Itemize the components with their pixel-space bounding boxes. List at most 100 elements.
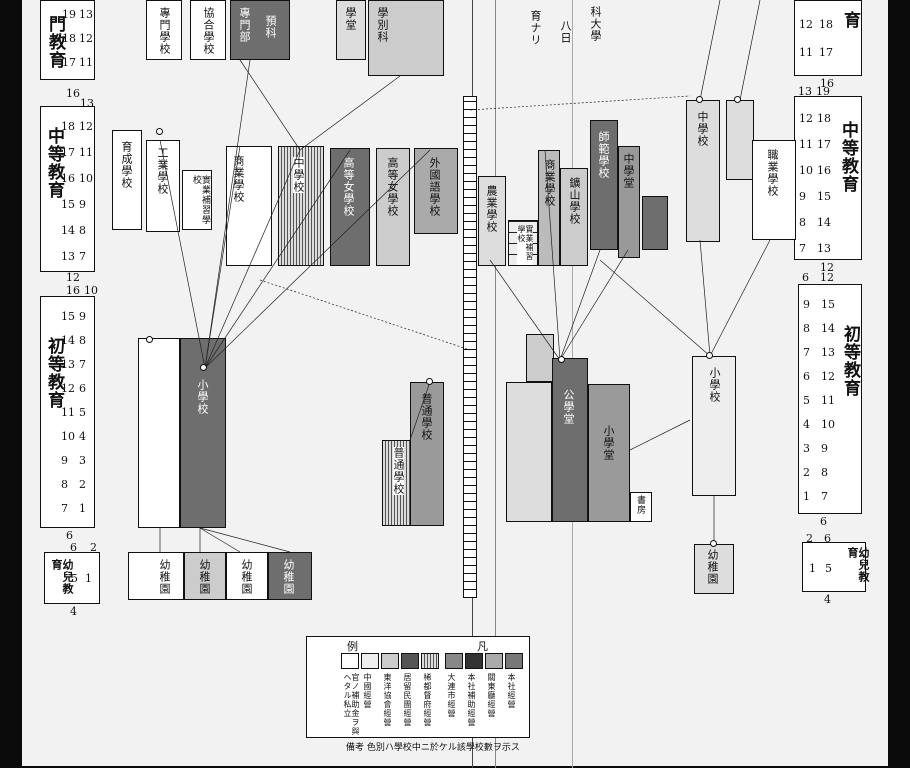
- right-age: 6: [803, 370, 810, 383]
- right-age: 9: [803, 298, 810, 311]
- link: [699, 239, 711, 357]
- left-age: 13: [61, 250, 75, 263]
- right-kinder-top2: 6: [824, 532, 831, 545]
- school-label: 小學堂: [602, 425, 615, 461]
- right-num: 17: [817, 138, 831, 151]
- school-label: 幼稚園: [706, 549, 719, 585]
- link: [559, 249, 629, 361]
- left-age: 18: [61, 120, 75, 133]
- left-age: 5: [71, 572, 78, 585]
- school-label: 幼稚園: [198, 559, 211, 595]
- link: [489, 259, 561, 361]
- right-num: 13: [817, 242, 831, 255]
- top-note: 育ナリ: [529, 10, 542, 46]
- link: [629, 419, 691, 451]
- left-primary-top2: 10: [84, 284, 98, 297]
- center-scale-bar: [463, 96, 477, 598]
- senmon-school-box: 專門學校: [146, 0, 182, 60]
- school-label: 中學校: [696, 111, 709, 147]
- right-age: 7: [803, 346, 810, 359]
- school-label: 商業學校: [232, 155, 245, 203]
- school-label: 小學校: [708, 367, 721, 403]
- left-higher-label: 門教育: [45, 15, 65, 69]
- left-middle-bottom: 12: [66, 271, 80, 284]
- right-primary-panel: 9 8 7 6 5 4 3 2 1 15 14 13 12 11 10 9 8 …: [798, 284, 862, 514]
- shokugyo-box: 職業學校: [752, 140, 796, 240]
- school-label: 中學堂: [622, 153, 635, 189]
- link: [204, 149, 431, 369]
- legend-swatch: [505, 653, 523, 669]
- school-label: 普通學校: [392, 447, 405, 495]
- right-num: 15: [821, 298, 835, 311]
- school-label: 職業學校: [766, 149, 779, 197]
- left-num: 7: [79, 358, 86, 371]
- left-num: 12: [79, 32, 93, 45]
- left-kinder-top2: 2: [90, 541, 97, 554]
- right-middle-panel: 12 11 10 9 8 7 18 17 16 15 14 13 中等教育: [794, 96, 862, 260]
- legend-swatch: [401, 653, 419, 669]
- node: [706, 352, 713, 359]
- right-higher-bottom: 16: [820, 77, 834, 90]
- node: [200, 364, 207, 371]
- left-kinder-panel: 幼兒教育 5 1: [44, 552, 100, 604]
- shogyo-box: 商業學校: [226, 146, 272, 266]
- right-age: 7: [799, 242, 806, 255]
- hoshu-box: [526, 334, 554, 382]
- right-age: 3: [803, 442, 810, 455]
- bekka-box: 學別科: [368, 0, 444, 76]
- kogakko-left-box: [506, 382, 552, 522]
- legend-title-right: 凡: [477, 640, 488, 653]
- school-label: 小學校: [196, 379, 209, 415]
- left-num: 9: [79, 310, 86, 323]
- link: [709, 239, 771, 357]
- right-primary-label: 初等教育: [840, 325, 860, 397]
- top-note: 科大學: [589, 6, 602, 42]
- school-label: 普通學校: [420, 393, 433, 441]
- shoboo-box: 書房: [630, 492, 652, 522]
- right-num: 14: [821, 322, 835, 335]
- left-age: 10: [61, 430, 75, 443]
- left-age: 11: [61, 406, 75, 419]
- legend-panel: 例 凡 官ノ補助金ヲ與ヘタル私立 中國經營 東洋協會經營 居留民團經營 稀都督府…: [306, 636, 530, 738]
- school-label: 師範學校: [597, 131, 610, 179]
- right-age: 1: [809, 562, 816, 575]
- ikusei-box: 育成學校: [112, 130, 142, 230]
- legend-item: 關東廳經營: [487, 673, 496, 718]
- link: [204, 149, 351, 369]
- left-num: 6: [79, 382, 86, 395]
- right-num: 9: [821, 442, 828, 455]
- link: [259, 279, 471, 351]
- left-age: 7: [61, 502, 68, 515]
- left-num: 4: [79, 430, 86, 443]
- kogakko-box: 公學堂: [552, 358, 588, 522]
- gakudo-box: 學堂: [336, 0, 366, 60]
- left-num: 8: [79, 224, 86, 237]
- link: [299, 75, 401, 151]
- node: [558, 356, 565, 363]
- right-age: 1: [803, 490, 810, 503]
- left-middle-top: 16: [66, 87, 80, 100]
- dairen-box: [642, 196, 668, 250]
- shihan-r-box: [726, 100, 754, 180]
- right-middle-top: 13: [798, 85, 812, 98]
- left-age: 9: [61, 454, 68, 467]
- left-higher-panel: 門教育 19 18 17 13 12 11: [40, 0, 95, 80]
- divider-line: [495, 0, 496, 768]
- legend-note: 備考 色別ハ學校中ニ於ケル該學校數ヲ示ス: [346, 743, 520, 753]
- legend-item: 大連市經營: [447, 673, 456, 718]
- yochien-d-box: 幼稚園: [268, 552, 312, 600]
- school-label: 育成學校: [120, 141, 133, 189]
- left-middle-label: 中等教育: [44, 127, 64, 199]
- legend-swatch: [421, 653, 439, 669]
- shogakko-r-box: 小學校: [692, 356, 736, 496]
- school-label: 鑛山學校: [568, 177, 581, 225]
- left-age: 16: [61, 172, 75, 185]
- left-num: 1: [79, 502, 86, 515]
- legend-item: 中國經營: [363, 673, 372, 709]
- link: [199, 527, 291, 553]
- kojo2-box: 高等女學校: [376, 148, 410, 266]
- right-num: 11: [821, 394, 835, 407]
- node: [696, 96, 703, 103]
- right-num: 7: [821, 490, 828, 503]
